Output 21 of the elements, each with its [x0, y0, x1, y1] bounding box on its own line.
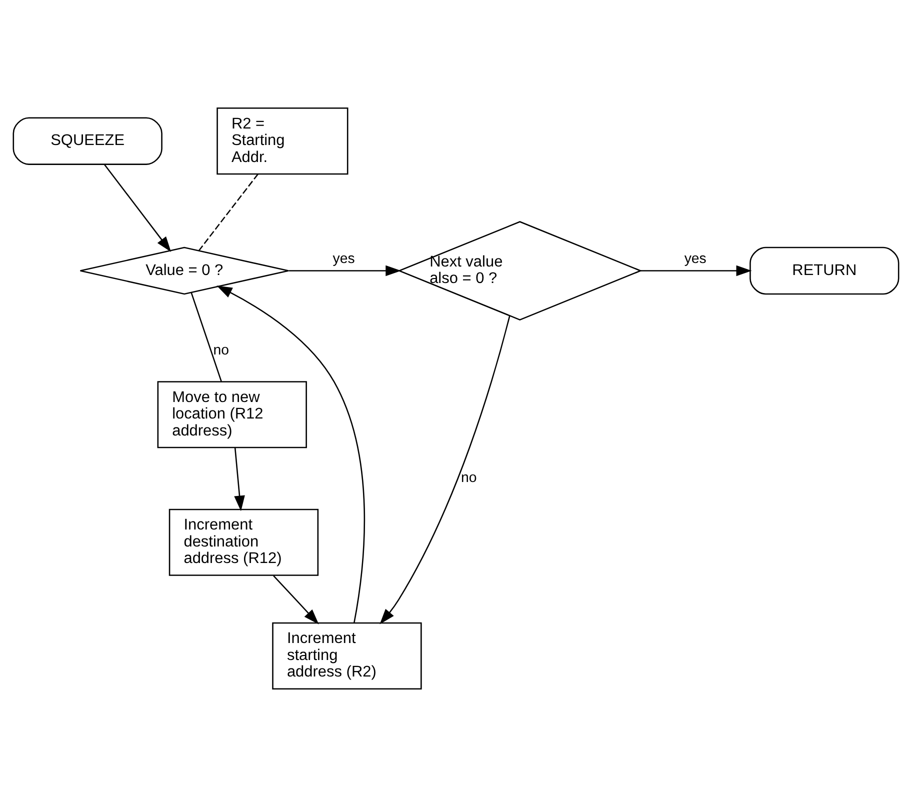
edge-label: yes: [684, 250, 706, 266]
edge-label: yes: [332, 250, 355, 266]
node-box: R2 = Starting Addr.: [216, 107, 348, 174]
edge-label: no: [461, 470, 477, 486]
edge-label: no: [213, 342, 230, 358]
node-box: Move to new location (R12 address): [157, 380, 307, 448]
connector: [190, 292, 222, 382]
node-box: Increment starting address (R2): [272, 622, 422, 689]
arrow: [104, 164, 172, 252]
node-diamond: Next value also = 0 ?: [398, 220, 642, 320]
arrow: [380, 315, 510, 624]
arrow: [273, 574, 319, 624]
node-diamond: Value = 0 ?: [80, 246, 290, 294]
arrow: [288, 264, 402, 276]
node-box: RETURN: [750, 246, 900, 294]
arrow: [216, 285, 365, 622]
arrow: [234, 447, 245, 511]
connector: [198, 173, 258, 251]
arrow: [640, 264, 752, 276]
node-box: SQUEEZE: [12, 116, 162, 164]
node-box: Increment destination address (R12): [168, 508, 319, 576]
